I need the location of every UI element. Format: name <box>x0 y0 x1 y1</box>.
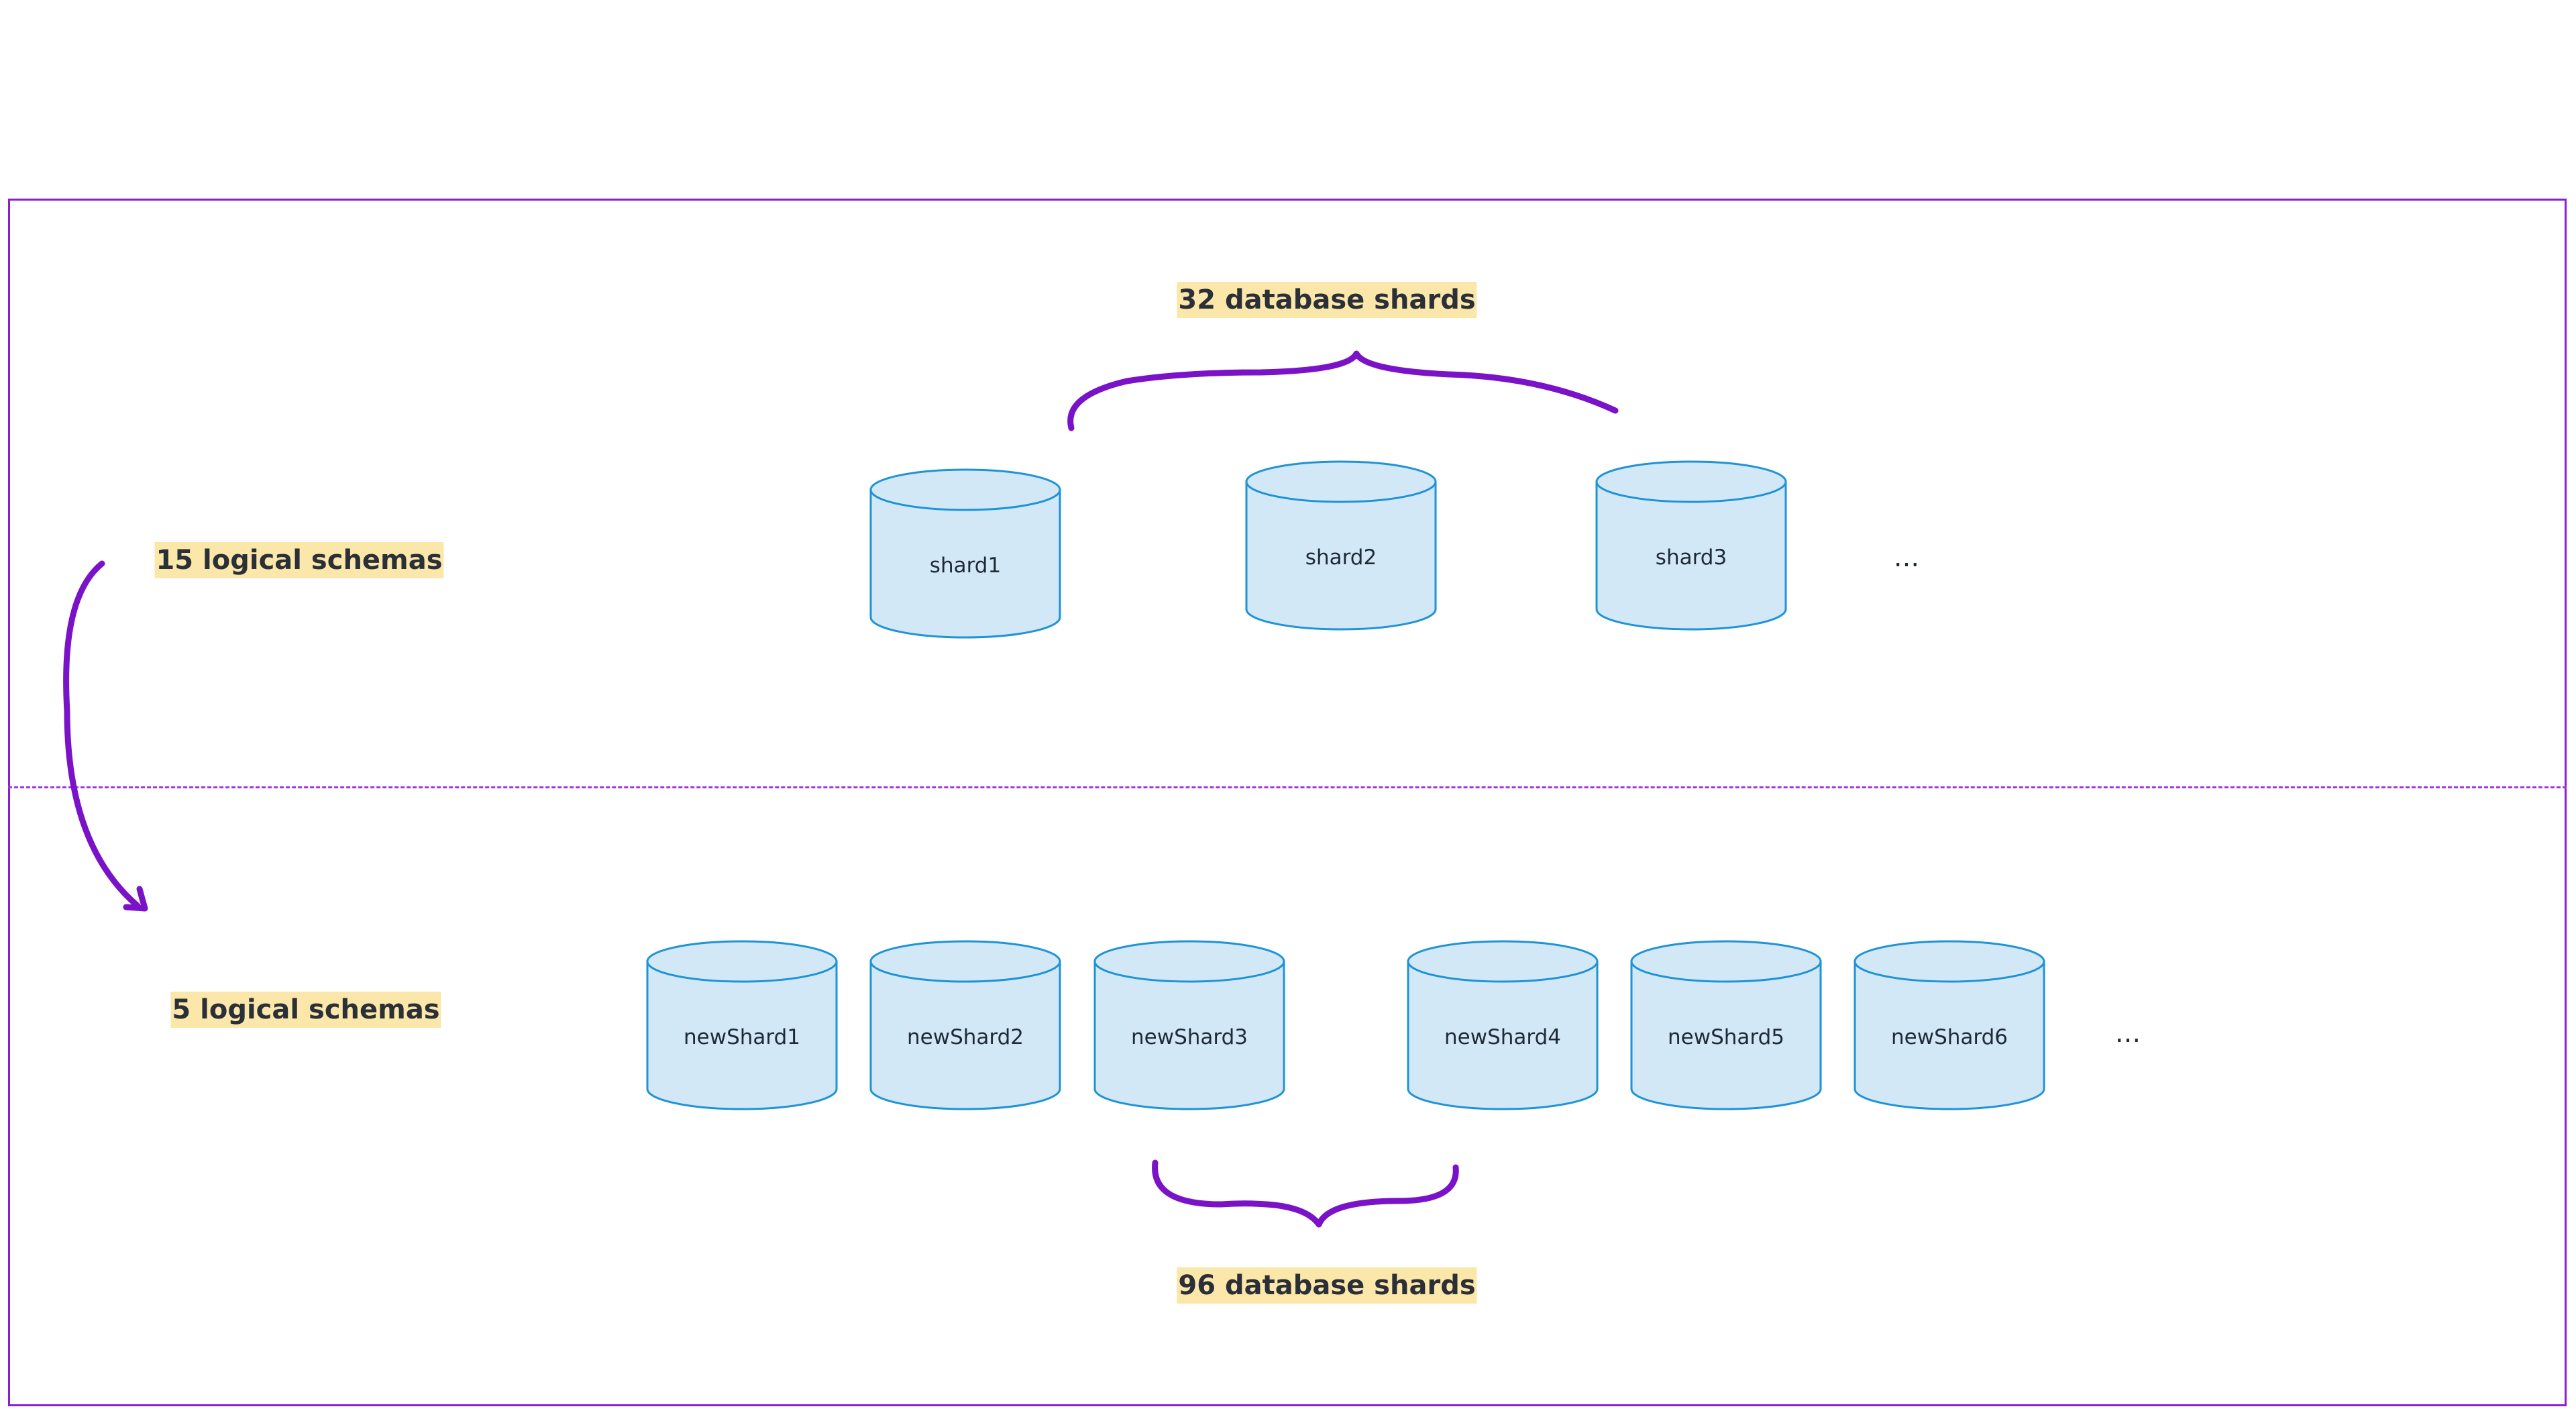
shard-name: shard1 <box>930 554 1001 578</box>
cylinder-lid <box>1854 940 2045 983</box>
cylinder-body <box>869 960 1061 1110</box>
cylinder-lid <box>1630 940 1822 983</box>
database-cylinder: shard2 <box>1245 460 1437 631</box>
cylinder-body <box>1245 480 1437 631</box>
migration-arrow <box>63 560 141 909</box>
cylinder-body <box>869 488 1061 639</box>
top-schemas-label: 15 logical schemas <box>154 542 444 578</box>
top-more-shards: ... <box>1893 542 1920 573</box>
cylinder-lid <box>1595 460 1787 503</box>
shard-name: shard3 <box>1656 545 1727 570</box>
cylinder-lid <box>1245 460 1437 503</box>
database-cylinder: newShard1 <box>646 940 838 1110</box>
cylinder-lid <box>1093 940 1285 983</box>
cylinder-body <box>1595 480 1787 631</box>
cylinder-body <box>1407 960 1599 1110</box>
cylinder-lid <box>1407 940 1599 983</box>
database-cylinder: shard1 <box>869 468 1061 639</box>
cylinder-lid <box>646 940 838 983</box>
shard-name: newShard4 <box>1444 1025 1561 1049</box>
shard-name: newShard2 <box>907 1025 1024 1049</box>
cylinder-body <box>646 960 838 1110</box>
cylinder-lid <box>869 468 1061 511</box>
shard-name: shard2 <box>1305 545 1377 570</box>
section-divider <box>8 786 2567 788</box>
bottom-shards-brace <box>1152 1159 1459 1228</box>
bottom-shards-label: 96 database shards <box>1177 1267 1477 1304</box>
database-cylinder: newShard6 <box>1854 940 2045 1110</box>
bottom-shard-cylinders: newShard1 newShard2 newShard3 newShard4 newS… <box>646 940 2045 1110</box>
shard-name: newShard5 <box>1668 1025 1784 1049</box>
top-shards-label: 32 database shards <box>1177 282 1477 318</box>
bottom-more-shards: ... <box>2114 1018 2141 1049</box>
database-cylinder: newShard2 <box>869 940 1061 1110</box>
shard-name: newShard1 <box>684 1025 800 1049</box>
bottom-schemas-label: 5 logical schemas <box>170 992 441 1028</box>
shard-name: newShard6 <box>1891 1025 2008 1049</box>
cylinder-body <box>1630 960 1822 1110</box>
top-shard-cylinders: shard1 shard2 shard3 <box>869 460 1787 639</box>
top-shards-brace <box>1067 350 1619 431</box>
database-cylinder: newShard4 <box>1407 940 1599 1110</box>
cylinder-lid <box>869 940 1061 983</box>
migration-arrow-head <box>123 886 148 912</box>
database-cylinder: newShard3 <box>1093 940 1285 1110</box>
shard-name: newShard3 <box>1131 1025 1248 1049</box>
database-cylinder: newShard5 <box>1630 940 1822 1110</box>
cylinder-body <box>1093 960 1285 1110</box>
cylinder-body <box>1854 960 2045 1110</box>
database-cylinder: shard3 <box>1595 460 1787 631</box>
